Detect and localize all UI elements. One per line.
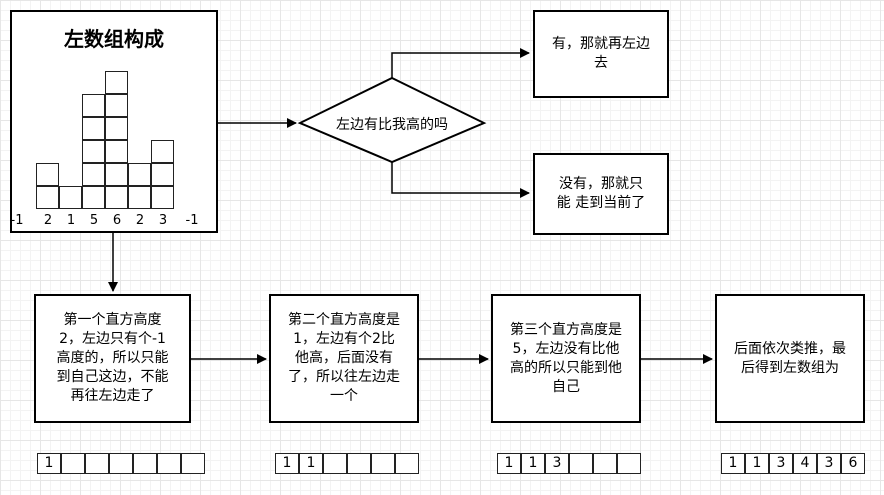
yes-box-line1: 有，那就再左边 [552, 36, 650, 52]
panel-title: 左数组构成 [64, 27, 164, 51]
step-box-1: 第一个直方高度 2，左边只有个-1 高度的，所以只能 到自己这边，不能 再往左边… [34, 294, 191, 423]
histogram-bar-cell [128, 186, 151, 209]
array-cell: 1 [721, 453, 745, 474]
array-cell: 6 [841, 453, 865, 474]
no-box: 没有，那就只 能 走到当前了 [533, 153, 669, 235]
histogram-bar-cell [151, 140, 174, 163]
step-line: 自己 [552, 378, 580, 395]
histogram-bar-cell [128, 163, 151, 186]
array-cell: 3 [545, 453, 569, 474]
array-cell [347, 453, 371, 474]
array-cell [569, 453, 593, 474]
histogram-bar-cell [105, 117, 128, 140]
histogram-bar-cell [82, 163, 105, 186]
step-box-3: 第三个直方高度是 5，左边没有比他 高的所以只能到他 自己 [491, 294, 641, 423]
array-cell: 3 [769, 453, 793, 474]
array-cell [395, 453, 419, 474]
arrow-decision-to-no [391, 162, 530, 198]
array-cell [323, 453, 347, 474]
array-cell: 1 [37, 453, 61, 474]
histogram-x-label: 3 [158, 213, 168, 228]
array-cell: 4 [793, 453, 817, 474]
step-box-2: 第二个直方高度是 1，左边有个2比 他高，后面没有 了，所以往左边走 一个 [269, 294, 419, 423]
no-box-line1: 没有，那就只 [558, 176, 643, 192]
histogram-bar-cell [151, 163, 174, 186]
array-cell: 1 [745, 453, 769, 474]
histogram-x-label: 6 [112, 213, 122, 228]
histogram-bar-cell [82, 117, 105, 140]
step-line: 他高，后面没有 [295, 350, 393, 366]
array-cell [371, 453, 395, 474]
array-cell [617, 453, 641, 474]
no-box-line2: 能 走到当前了 [556, 195, 646, 211]
decision-label: 左边有比我高的吗 [336, 117, 448, 133]
step-line: 后面依次类推，最 [734, 340, 846, 357]
step-line: 1，左边有个2比 [293, 331, 395, 347]
histogram-bar-cell [36, 163, 59, 186]
step-line: 第三个直方高度是 [510, 321, 622, 338]
array-cell [133, 453, 157, 474]
array-cell [593, 453, 617, 474]
histogram-bar-cell [36, 186, 59, 209]
histogram-bar-cell [105, 71, 128, 94]
histogram-bar-cell [82, 186, 105, 209]
array-cell [61, 453, 85, 474]
yes-box-line2: 去 [594, 55, 608, 71]
histogram-x-label: 1 [66, 213, 76, 228]
step-line: 高度的，所以只能 [56, 350, 169, 366]
step-line: 一个 [330, 388, 358, 404]
step-line: 后得到左数组为 [741, 359, 839, 376]
step-line: 到自己这边，不能 [56, 369, 169, 385]
array-cell [181, 453, 205, 474]
array-cell [85, 453, 109, 474]
step-line: 再往左边走了 [70, 388, 155, 404]
step-line: 高的所以只能到他 [510, 359, 622, 376]
histogram-bar-cell [82, 140, 105, 163]
histogram-x-label: 5 [89, 213, 99, 228]
array-cell: 1 [497, 453, 521, 474]
array-cell: 1 [521, 453, 545, 474]
arrow-decision-to-yes [391, 48, 530, 78]
array-cell [157, 453, 181, 474]
histogram-x-label: -1 [185, 213, 199, 228]
step-line: 第二个直方高度是 [288, 312, 400, 328]
histogram-bar-cell [151, 186, 174, 209]
step-line: 5，左边没有比他 [512, 340, 620, 357]
step-line: 了，所以往左边走 [288, 369, 400, 385]
array-cell [109, 453, 133, 474]
histogram-bar-cell [105, 94, 128, 117]
histogram-x-label: -1 [10, 213, 24, 228]
histogram-bar-cell [59, 186, 82, 209]
array-cell: 1 [299, 453, 323, 474]
yes-box: 有，那就再左边 去 [533, 10, 669, 98]
histogram-x-label: 2 [135, 213, 145, 228]
histogram-x-label: 2 [43, 213, 53, 228]
histogram-bar-cell [105, 140, 128, 163]
histogram-bar-cell [105, 186, 128, 209]
step-line: 第一个直方高度 [63, 312, 162, 328]
step-box-4: 后面依次类推，最 后得到左数组为 [715, 294, 865, 423]
step-line: 2，左边只有个-1 [59, 331, 166, 347]
array-cell: 1 [275, 453, 299, 474]
histogram-bar-cell [82, 94, 105, 117]
histogram-bar-cell [105, 163, 128, 186]
array-cell: 3 [817, 453, 841, 474]
